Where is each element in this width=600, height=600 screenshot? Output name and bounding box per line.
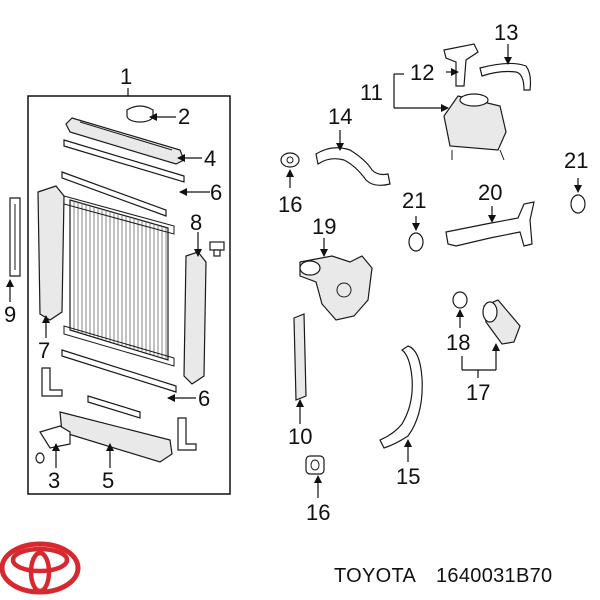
callout-2: 2 [178, 104, 190, 129]
callout-16-lower: 16 [306, 500, 330, 525]
footer-part-number: 1640031B70 [436, 565, 552, 587]
callout-5: 5 [102, 468, 114, 493]
water-outlet-pipe [445, 201, 535, 247]
seal-mid [61, 171, 167, 217]
callout-16-upper: 16 [278, 192, 302, 217]
drain-cock [35, 425, 71, 464]
callout-9: 9 [4, 302, 16, 327]
radiator-core [63, 195, 175, 367]
gasket-right [570, 194, 586, 214]
bracket-l-left [41, 367, 63, 397]
bracket-l-right [177, 417, 197, 451]
callout-15: 15 [396, 464, 420, 489]
lower-tank [59, 411, 173, 463]
callout-14: 14 [328, 104, 352, 129]
callout-19: 19 [312, 214, 336, 239]
callout-4: 4 [204, 146, 216, 171]
reservoir-hose [479, 62, 532, 91]
lower-bracket [87, 395, 141, 419]
clamp-lower [305, 455, 325, 475]
water-inlet-housing [299, 255, 373, 321]
left-tank [37, 185, 65, 321]
radiator-assembly-box [27, 95, 231, 495]
lower-hose [379, 345, 423, 449]
callout-13: 13 [494, 20, 518, 45]
callout-21-left: 21 [402, 188, 426, 213]
radiator-cap [126, 105, 154, 123]
clamp-upper [280, 152, 300, 168]
gasket-thermostat [452, 291, 468, 309]
upper-hose [315, 147, 391, 186]
toyota-logo-icon [0, 541, 81, 595]
callout-8: 8 [190, 210, 202, 235]
reservoir-tank [443, 93, 507, 161]
insulator-pad [293, 313, 307, 401]
footer-brand: TOYOTA [334, 565, 417, 587]
seal-upper [63, 139, 185, 183]
gasket-left [408, 232, 424, 252]
callout-21-right: 21 [564, 148, 588, 173]
callout-18: 18 [446, 330, 470, 355]
drain-bolt [209, 241, 225, 257]
reservoir-cap [443, 43, 479, 87]
upper-tank [65, 117, 185, 165]
callout-11: 11 [360, 80, 383, 105]
thermostat-housing [482, 299, 521, 345]
leader-lines [6, 44, 582, 498]
callout-17: 17 [466, 380, 490, 405]
callout-1: 1 [120, 64, 132, 89]
seal-lower [61, 349, 177, 393]
callout-20: 20 [478, 180, 502, 205]
right-tank [183, 251, 207, 385]
callout-6-lower: 6 [198, 386, 210, 411]
callout-6-upper: 6 [210, 180, 222, 205]
callout-12: 12 [410, 60, 434, 85]
callout-7: 7 [38, 338, 50, 363]
callout-3: 3 [48, 468, 60, 493]
callout-10: 10 [288, 424, 312, 449]
